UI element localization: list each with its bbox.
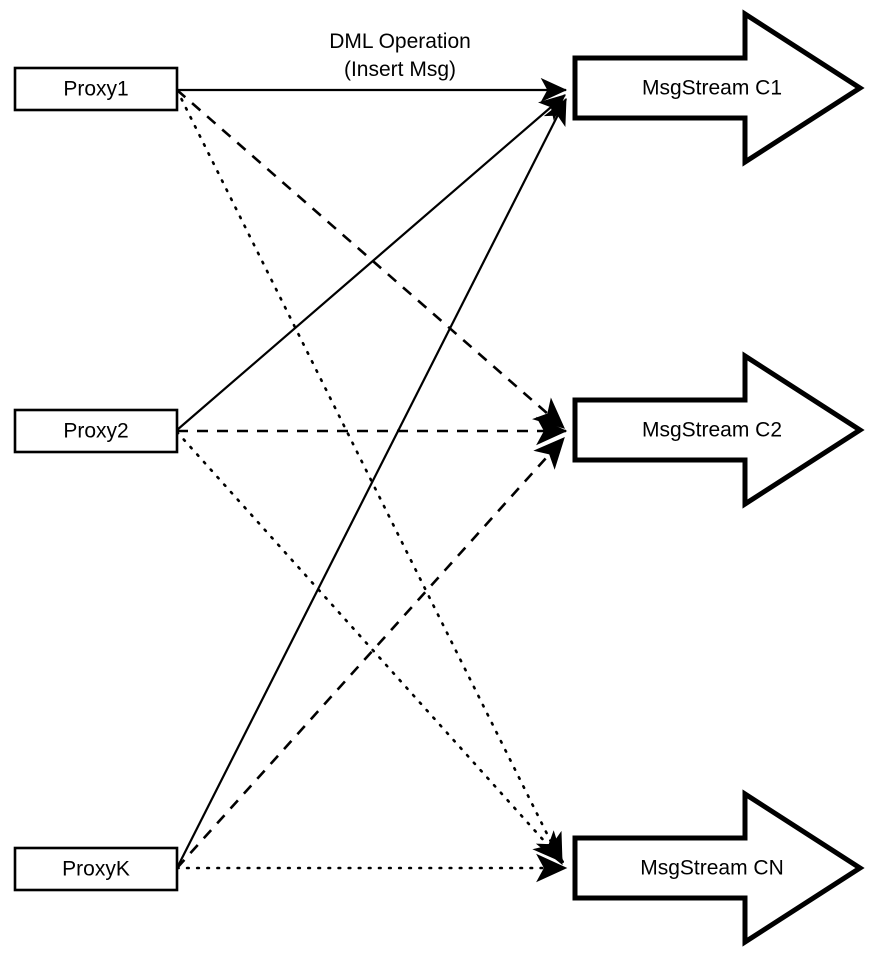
connection-proxyk-to-stream-c2[interactable] xyxy=(176,437,565,869)
connection-proxyk-to-stream-c1[interactable] xyxy=(176,98,567,869)
stream-cn-label: MsgStream CN xyxy=(640,857,784,880)
stream-node-c2[interactable]: MsgStream C2 xyxy=(572,351,865,509)
connection-proxy1-to-stream-c2[interactable] xyxy=(176,89,565,429)
proxyk-label: ProxyK xyxy=(62,858,130,881)
stream-c2-label: MsgStream C2 xyxy=(642,419,782,442)
proxy1-label: Proxy1 xyxy=(63,78,128,101)
connection-proxy2-to-stream-cn[interactable] xyxy=(175,430,565,864)
connection-layer xyxy=(175,77,568,883)
connection-proxy1-to-stream-cn[interactable] xyxy=(175,88,564,866)
stream-c2-arrow-shape[interactable] xyxy=(572,351,865,509)
proxyk-box[interactable] xyxy=(13,846,179,892)
proxy-node-proxy1[interactable]: Proxy1 xyxy=(13,66,179,112)
proxy1-box[interactable] xyxy=(13,66,179,112)
connection-proxy2-to-stream-c1[interactable] xyxy=(176,94,566,431)
stream-c1-arrow-shape[interactable] xyxy=(572,9,865,167)
proxy-node-proxyk[interactable]: ProxyK xyxy=(13,846,179,892)
stream-node-cn[interactable]: MsgStream CN xyxy=(572,789,865,947)
stream-cn-arrow-shape[interactable] xyxy=(572,789,865,947)
stream-c1-label: MsgStream C1 xyxy=(642,77,782,100)
stream-node-c1[interactable]: MsgStream C1 xyxy=(572,9,865,167)
edge-label-line1: DML Operation xyxy=(329,30,471,53)
proxy-node-proxy2[interactable]: Proxy2 xyxy=(13,408,179,454)
edge-label-dml-operation: DML Operation (Insert Msg) xyxy=(329,30,471,81)
proxy2-label: Proxy2 xyxy=(63,420,128,443)
edge-label-line2: (Insert Msg) xyxy=(344,58,456,81)
proxy2-box[interactable] xyxy=(13,408,179,454)
